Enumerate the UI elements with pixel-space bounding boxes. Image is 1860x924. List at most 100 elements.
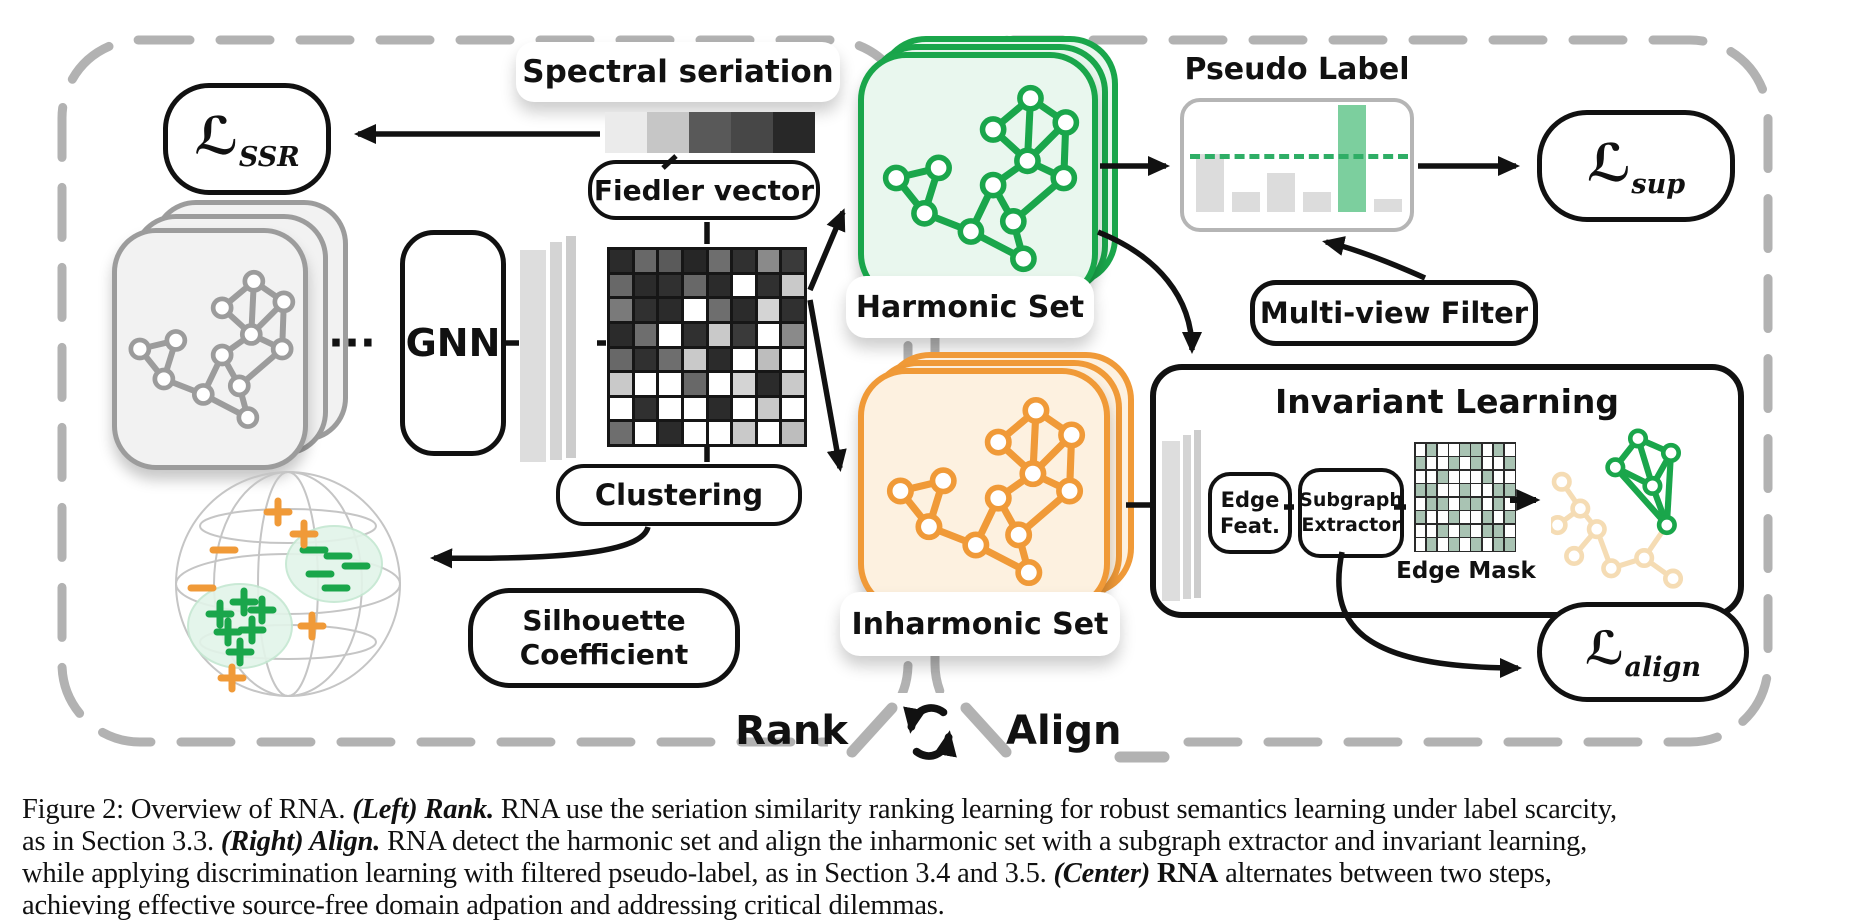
matrix-cell [757, 348, 780, 371]
edge-mask-cell [1415, 497, 1426, 510]
edge-mask-cell [1482, 497, 1493, 510]
matrix-cell [708, 373, 731, 395]
caption-segment: RNA use the seriation similarity ranking… [500, 794, 1617, 825]
matrix-cell [659, 274, 681, 297]
matrix-cell [757, 323, 780, 346]
caption-segment: (Right) Align. [220, 826, 388, 857]
rank-step-label: Rank [735, 708, 848, 754]
subgraph-extractor-box: Subgraph Extractor [1298, 468, 1404, 558]
matrix-cell [708, 250, 731, 272]
matrix-cell [782, 373, 804, 395]
multi-view-filter-label: Multi-view Filter [1250, 280, 1538, 346]
edge-mask-cell [1482, 457, 1493, 470]
matrix-cell [733, 348, 755, 371]
fiedler-cell [731, 112, 773, 153]
loss-align-box: ℒalign [1537, 602, 1749, 702]
matrix-cell [708, 348, 731, 371]
matrix-cell [659, 348, 681, 371]
matrix-cell [610, 397, 632, 420]
matrix-cell [683, 274, 706, 297]
matrix-cell [659, 299, 681, 321]
matrix-cell [757, 274, 780, 297]
matrix-cell [634, 397, 657, 420]
edge-feat-line1: Edge [1220, 488, 1280, 512]
embedding-sphere [175, 471, 401, 697]
edge-mask-cell [1460, 484, 1470, 497]
edge-mask-cell [1504, 511, 1515, 524]
edge-mask-cell [1415, 470, 1426, 483]
matrix-cell [659, 397, 681, 420]
edge-mask-cell [1482, 524, 1493, 537]
matrix-cell [683, 422, 706, 444]
edge-mask-cell [1471, 497, 1481, 510]
fiedler-vector-label: Fiedler vector [588, 160, 820, 220]
edge-mask-cell [1437, 511, 1448, 524]
fiedler-cell [689, 112, 731, 153]
embedding-bar [566, 236, 576, 458]
edge-mask-cell [1482, 538, 1493, 551]
edge-mask-cell [1493, 511, 1504, 524]
edge-mask-cell [1504, 484, 1515, 497]
pseudo-bar [1196, 154, 1224, 212]
source-graph-card [112, 228, 308, 470]
edge-mask-cell [1426, 497, 1437, 510]
edge-mask-cell [1460, 497, 1470, 510]
caption-line: Figure 2: Overview of RNA. (Left) Rank. … [22, 794, 1848, 826]
caption-segment: RNA [1157, 858, 1219, 889]
matrix-cell [733, 250, 755, 272]
edge-mask-cell [1426, 511, 1437, 524]
edge-mask-cell [1449, 457, 1459, 470]
loss-ssr-label: ℒSSR [194, 105, 300, 173]
edge-mask-cell [1471, 470, 1481, 483]
arrow-filter-to-pseudo [1322, 236, 1427, 281]
matrix-cell [610, 422, 632, 444]
edge-mask-cell [1504, 470, 1515, 483]
caption-segment: (Center) [1053, 858, 1157, 889]
edge-mask-cell [1493, 484, 1504, 497]
caption-segment: alternates between two steps, [1218, 858, 1552, 889]
matrix-cell [610, 299, 632, 321]
pseudo-bar [1374, 199, 1402, 212]
similarity-matrix [607, 247, 807, 447]
matrix-cell [634, 299, 657, 321]
edge-mask-cell [1471, 443, 1481, 456]
edge-mask-cell [1493, 524, 1504, 537]
embedding-bar [1162, 441, 1180, 601]
matrix-cell [659, 373, 681, 395]
matrix-cell [757, 422, 780, 444]
subgraph-line1: Subgraph [1299, 489, 1403, 511]
spectral-seriation-label: Spectral seriation [516, 42, 840, 102]
matrix-cell [683, 299, 706, 321]
edge-mask-cell [1504, 443, 1515, 456]
matrix-cell [708, 397, 731, 420]
edge-mask-cell [1482, 484, 1493, 497]
edge-mask-cell [1415, 538, 1426, 551]
loss-sup-label: ℒsup [1586, 132, 1686, 200]
harmonic-card [858, 52, 1098, 302]
invariant-embedding-bars [1162, 430, 1208, 602]
pseudo-label-title: Pseudo Label [1184, 52, 1410, 87]
embedding-bar [550, 242, 562, 460]
matrix-cell [610, 348, 632, 371]
edge-mask-cell [1449, 524, 1459, 537]
edge-mask-cell [1449, 538, 1459, 551]
edge-mask-cell [1426, 538, 1437, 551]
pseudo-bar [1267, 173, 1295, 212]
edge-mask-cell [1426, 524, 1437, 537]
edge-mask-cell [1437, 457, 1448, 470]
figure-diagram: ··· ℒSSR Spectral seriation Fiedler vect… [57, 35, 1773, 763]
edge-mask-cell [1415, 443, 1426, 456]
gray-graph-icon [128, 269, 296, 429]
matrix-cell [757, 373, 780, 395]
matrix-cell [634, 323, 657, 346]
edge-mask-cell [1449, 484, 1459, 497]
caption-segment: RNA detect the harmonic set and align th… [387, 826, 1588, 857]
edge-mask-cell [1504, 538, 1515, 551]
loss-ssr-box: ℒSSR [163, 83, 331, 195]
frame-slash-left [846, 702, 898, 758]
edge-mask-cell [1426, 443, 1437, 456]
matrix-cell [610, 250, 632, 272]
matrix-cell [683, 348, 706, 371]
edge-mask-cell [1449, 443, 1459, 456]
caption-line: achieving effective source-free domain a… [22, 890, 1848, 922]
